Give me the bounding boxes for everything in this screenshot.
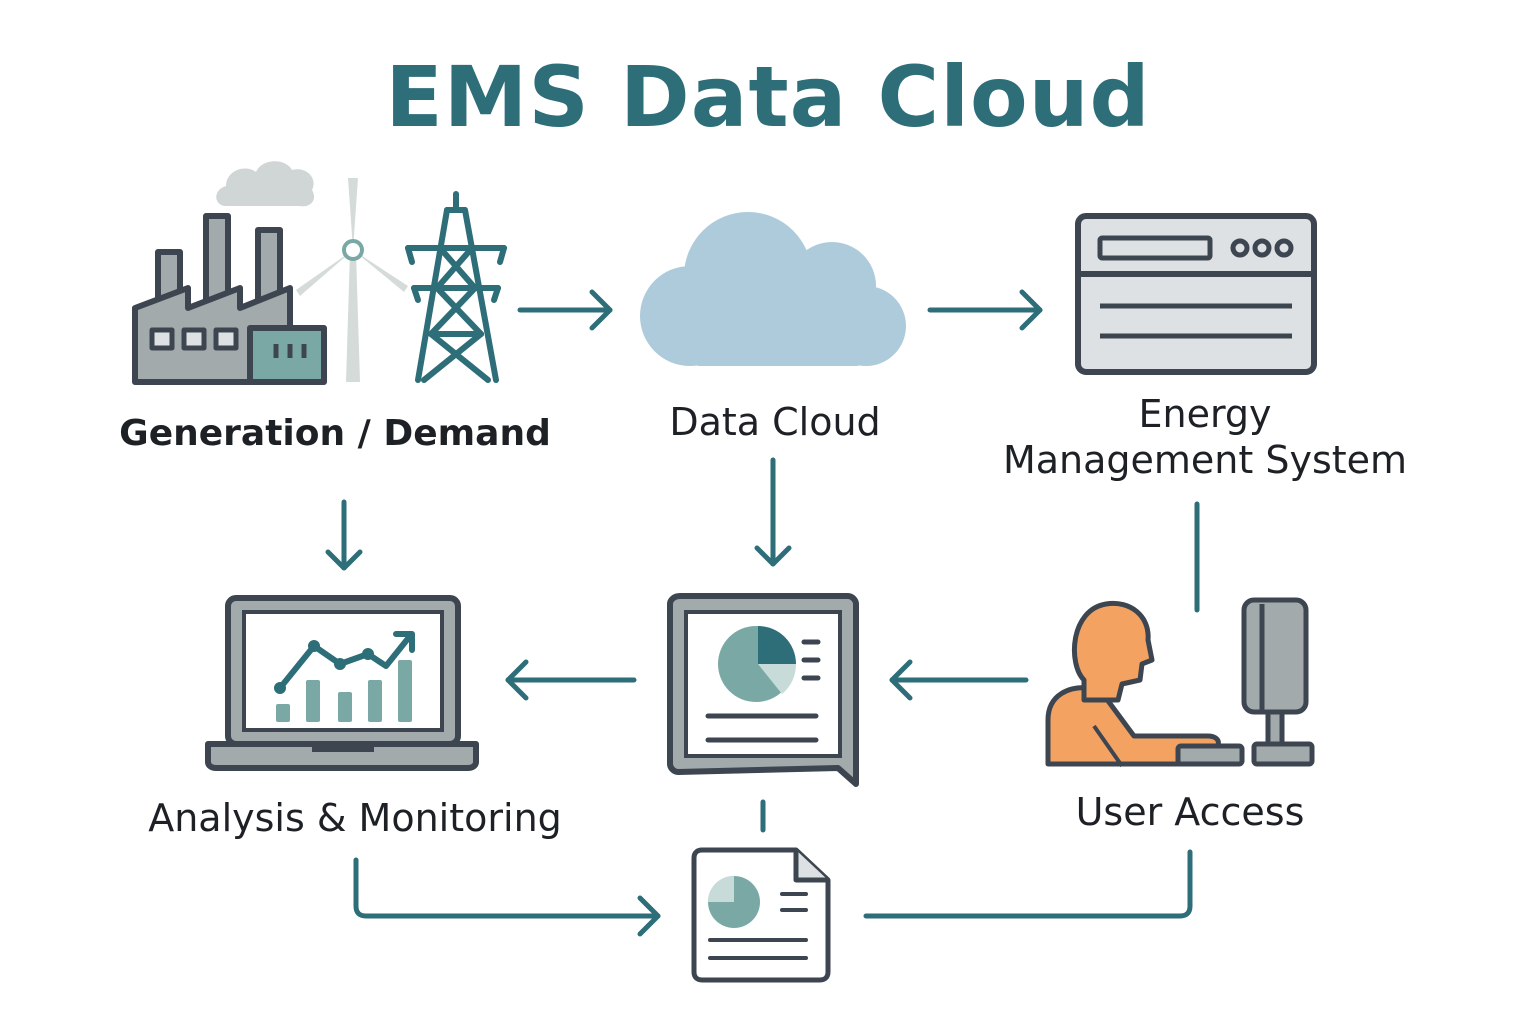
arrow-generation-to-analysis <box>325 499 363 571</box>
arrow-tablet-to-analysis <box>505 659 637 701</box>
page-title: EMS Data Cloud <box>385 48 1151 146</box>
laptop-chart-icon <box>205 595 479 771</box>
connector-user-to-document <box>863 849 1193 919</box>
arrow-cloud-to-ems <box>927 289 1043 331</box>
ems-label-line1: Energy <box>1138 392 1272 436</box>
tablet-report-icon <box>667 593 859 787</box>
transmission-tower-icon <box>405 191 507 383</box>
cloud-icon <box>640 212 906 366</box>
server-panel-icon <box>1075 213 1317 375</box>
data-cloud-label: Data Cloud <box>669 400 881 444</box>
analysis-monitoring-label: Analysis & Monitoring <box>148 796 562 840</box>
arrow-user-to-tablet <box>889 659 1029 701</box>
wind-turbine-icon <box>296 178 408 382</box>
factory-icon <box>132 161 327 385</box>
ems-label-line2: Management System <box>1002 437 1408 482</box>
ems-label: Energy Management System <box>990 392 1420 483</box>
user-computer-icon <box>1045 597 1315 768</box>
smoke-cloud <box>216 161 315 207</box>
document-report-icon <box>691 847 831 983</box>
user-access-label: User Access <box>1075 790 1305 834</box>
person-head <box>1071 600 1155 703</box>
generation-demand-label: Generation / Demand <box>119 413 551 454</box>
arrow-analysis-to-document <box>353 857 661 937</box>
arrow-generation-to-cloud <box>517 289 613 331</box>
arrow-cloud-to-tablet <box>754 457 792 567</box>
